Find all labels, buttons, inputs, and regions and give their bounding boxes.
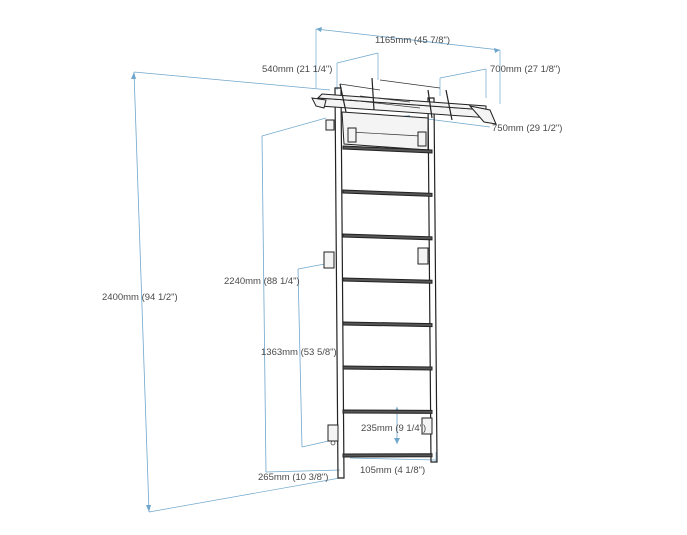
label-lower-mount-height: 1363mm (53 5/8"): [261, 347, 337, 358]
label-rung-offset: 105mm (4 1/8"): [360, 465, 425, 476]
label-rung-spacing: 235mm (9 1/4"): [361, 423, 426, 434]
rung: [342, 321, 433, 328]
rungs: [342, 145, 433, 458]
label-bar-width: 750mm (29 1/2"): [492, 123, 562, 134]
rung: [342, 365, 433, 371]
label-bar-depth: 540mm (21 1/4"): [262, 64, 332, 75]
rung: [342, 277, 433, 284]
label-bottom-offset: 265mm (10 3/8"): [258, 472, 328, 483]
rung: [342, 145, 433, 154]
rung: [342, 189, 433, 197]
dimension-labels: 1165mm (45 7/8") 540mm (21 1/4") 700mm (…: [102, 35, 562, 483]
wall-brackets: [323, 119, 433, 446]
label-total-height: 2400mm (94 1/2"): [102, 292, 178, 303]
label-mount-height: 2240mm (88 1/4"): [224, 276, 300, 287]
rung: [342, 453, 433, 458]
wall-bars-drawing: [311, 77, 497, 479]
pull-up-bar: [311, 77, 497, 125]
rung: [342, 409, 433, 414]
rung: [342, 233, 433, 241]
label-bar-projection: 700mm (27 1/8"): [490, 64, 560, 75]
label-overall-width: 1165mm (45 7/8"): [375, 35, 450, 46]
